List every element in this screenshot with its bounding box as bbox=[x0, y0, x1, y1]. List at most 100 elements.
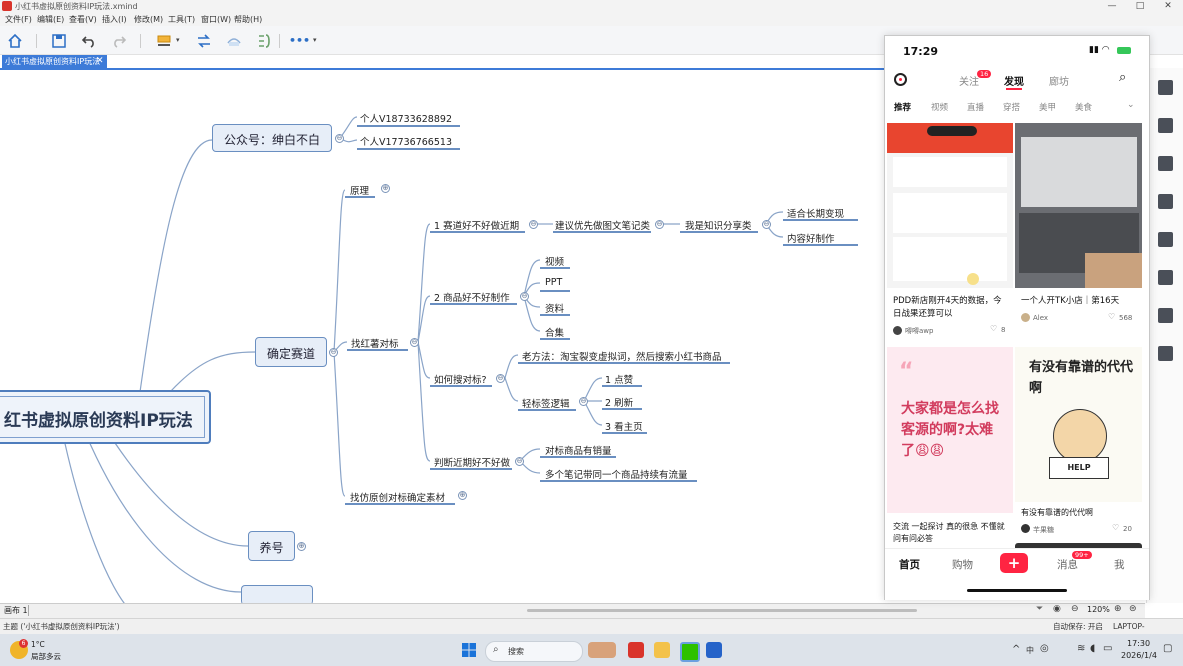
taskbar-widget-icon[interactable] bbox=[588, 642, 616, 658]
subtopic-laofangfa[interactable]: 老方法：淘宝裂变虚拟词，然后搜索小红书商品 bbox=[522, 352, 722, 363]
subtopic-zhaohongshu[interactable]: 找红薯对标 bbox=[351, 339, 399, 350]
search-icon[interactable]: ⌕ bbox=[1119, 70, 1127, 85]
clock-date[interactable]: 2026/1/4 bbox=[1121, 651, 1157, 660]
zoom-in-icon[interactable]: ⊕ bbox=[1114, 604, 1122, 614]
feed-card-2[interactable]: 一个人开TK小店｜第16天 Alex ♡ 568 bbox=[1015, 123, 1142, 341]
file-explorer-icon[interactable] bbox=[654, 642, 670, 658]
collapse-toggle-icon[interactable]: ⊖ bbox=[329, 348, 338, 357]
menu-modify[interactable]: 修改(M) bbox=[134, 15, 164, 24]
collapse-toggle-icon[interactable]: ⊖ bbox=[520, 292, 529, 301]
wechat-icon[interactable] bbox=[680, 642, 700, 662]
menu-help[interactable]: 帮助(H) bbox=[234, 15, 263, 24]
tray-app-icon[interactable]: ◎ bbox=[1040, 643, 1049, 654]
subtopic-wechat-2[interactable]: 个人V17736766513 bbox=[360, 137, 452, 148]
ime-label[interactable]: 中 bbox=[1026, 646, 1034, 655]
undo-icon[interactable] bbox=[81, 33, 97, 49]
document-tab-close-icon[interactable]: ✕ bbox=[96, 56, 104, 66]
category-food[interactable]: 美食 bbox=[1075, 103, 1093, 113]
category-nails[interactable]: 美甲 bbox=[1039, 103, 1057, 113]
collapse-toggle-icon[interactable]: ⊖ bbox=[410, 338, 419, 347]
clock-time[interactable]: 17:30 bbox=[1127, 639, 1151, 648]
tray-chevron-icon[interactable]: ^ bbox=[1012, 644, 1021, 655]
subtopic-xiaoliang[interactable]: 对标商品有销量 bbox=[545, 446, 612, 457]
format-icon[interactable] bbox=[156, 33, 172, 49]
collapse-toggle-icon[interactable]: ⊖ bbox=[496, 374, 505, 383]
category-outfit[interactable]: 穿搭 bbox=[1003, 103, 1021, 113]
subtopic-heji[interactable]: 合集 bbox=[545, 328, 565, 339]
collapse-toggle-icon[interactable]: ⊖ bbox=[515, 457, 524, 466]
collapse-toggle-icon[interactable]: ⊖ bbox=[762, 220, 771, 229]
format-dropdown-icon[interactable]: ▾ bbox=[176, 36, 180, 44]
xmind-taskbar-icon[interactable] bbox=[628, 642, 644, 658]
phone-screen[interactable]: 17:29 ▮▮ ◠ 关注 16 发现 廊坊 ⌕ 推荐 视频 直播 穿搭 美甲 … bbox=[884, 35, 1150, 600]
menu-file[interactable]: 文件(F) bbox=[5, 15, 32, 24]
more-icon[interactable]: ••• bbox=[289, 34, 311, 47]
subtopic-jianyi[interactable]: 建议优先做图文笔记类 bbox=[555, 221, 651, 232]
nav-messages[interactable]: 消息 bbox=[1057, 559, 1078, 571]
menu-view[interactable]: 查看(V) bbox=[69, 15, 97, 24]
tab-local[interactable]: 廊坊 bbox=[1049, 77, 1069, 88]
subtopic-ppt[interactable]: PPT bbox=[545, 277, 563, 288]
subtopic-shipin[interactable]: 视频 bbox=[545, 257, 565, 268]
nav-me[interactable]: 我 bbox=[1114, 559, 1125, 571]
status-autosave[interactable]: 自动保存: 开启 bbox=[1053, 622, 1103, 631]
feed-card-4[interactable]: 有没有靠谱的代代啊 HELP 有没有靠谱的代代啊 芊果糖 ♡ 20 bbox=[1015, 347, 1142, 547]
redo-icon[interactable] bbox=[111, 33, 127, 49]
nav-home[interactable]: 首页 bbox=[899, 559, 920, 571]
home-icon[interactable] bbox=[7, 33, 23, 49]
taskbar-search[interactable]: ⌕ 搜索 bbox=[485, 641, 583, 662]
category-recommend[interactable]: 推荐 bbox=[894, 103, 912, 113]
menu-tools[interactable]: 工具(T) bbox=[168, 15, 196, 24]
close-button[interactable]: ✕ bbox=[1164, 1, 1172, 11]
category-live[interactable]: 直播 bbox=[967, 103, 985, 113]
task-icon[interactable] bbox=[1158, 346, 1173, 361]
sheet-tab[interactable]: 画布 1 bbox=[4, 606, 28, 615]
feed-card-3[interactable]: “ 大家都是怎么找客源的啊?太难了😩😩 交流 一起探讨 真的很急 不懂就问有问必… bbox=[887, 347, 1013, 547]
subtopic-zhishi[interactable]: 我是知识分享类 bbox=[685, 221, 752, 232]
maximize-button[interactable]: □ bbox=[1135, 1, 1145, 11]
topic-queding[interactable]: 确定赛道 bbox=[255, 337, 327, 367]
subtopic-wechat-1[interactable]: 个人V18733628892 bbox=[360, 114, 452, 125]
format-brush-icon[interactable] bbox=[1158, 118, 1173, 133]
zoom-out-icon[interactable]: ⊖ bbox=[1071, 604, 1079, 614]
volume-icon[interactable]: ◖ bbox=[1090, 643, 1096, 654]
menu-window[interactable]: 窗口(W) bbox=[201, 15, 232, 24]
more-dropdown-icon[interactable]: ▾ bbox=[313, 36, 317, 44]
menu-insert[interactable]: 插入(I) bbox=[102, 15, 127, 24]
subtopic-shuaxin[interactable]: 2 刷新 bbox=[605, 398, 634, 409]
comment-icon[interactable] bbox=[1158, 308, 1173, 323]
collapse-toggle-icon[interactable]: ⊖ bbox=[335, 134, 344, 143]
topic-yanghao[interactable]: 养号 bbox=[248, 531, 295, 561]
subtopic-yuanli[interactable]: 原理 bbox=[350, 186, 370, 197]
boundary-icon[interactable] bbox=[226, 33, 242, 49]
tab-discover[interactable]: 发现 bbox=[1004, 77, 1024, 88]
topic-gongzhonghao[interactable]: 公众号：绅白不白 bbox=[212, 124, 332, 152]
fit-icon[interactable]: ⊜ bbox=[1129, 604, 1137, 614]
app-taskbar-icon[interactable] bbox=[706, 642, 722, 658]
like-icon[interactable]: ♡ bbox=[1112, 523, 1120, 532]
outline-icon[interactable] bbox=[1158, 80, 1173, 95]
subtopic-kanzhuye[interactable]: 3 看主页 bbox=[605, 422, 643, 433]
marker-flag-icon[interactable] bbox=[1158, 194, 1173, 209]
category-expand-icon[interactable]: ⌄ bbox=[1127, 100, 1135, 110]
subtopic-panduan[interactable]: 判断近期好不好做 bbox=[434, 458, 511, 469]
like-icon[interactable]: ♡ bbox=[1108, 312, 1116, 321]
save-icon[interactable] bbox=[51, 33, 67, 49]
expand-toggle-icon[interactable]: ⊕ bbox=[381, 184, 390, 193]
category-video[interactable]: 视频 bbox=[931, 103, 949, 113]
subtopic-fangwei[interactable]: 找仿原创对标确定素材 bbox=[350, 493, 446, 504]
relationship-icon[interactable] bbox=[196, 33, 212, 49]
filter-icon[interactable]: ⏷ bbox=[1036, 604, 1044, 614]
notes-icon[interactable] bbox=[1158, 270, 1173, 285]
text-icon[interactable] bbox=[1158, 232, 1173, 247]
central-topic[interactable]: 红书虚拟原创资料IP玩法 bbox=[0, 390, 211, 444]
notification-icon[interactable]: ▢ bbox=[1163, 643, 1173, 654]
battery-icon[interactable]: ▭ bbox=[1103, 643, 1113, 654]
subtopic-saidao[interactable]: 1 赛道好不好做近期 bbox=[434, 221, 520, 232]
collapse-toggle-icon[interactable]: ⊖ bbox=[529, 220, 538, 229]
subtopic-liuliang[interactable]: 多个笔记带同一个商品持续有流量 bbox=[545, 470, 688, 481]
minimize-button[interactable]: — bbox=[1107, 1, 1117, 11]
collapse-toggle-icon[interactable]: ⊖ bbox=[579, 397, 588, 406]
subtopic-ruhe[interactable]: 如何搜对标? bbox=[434, 375, 487, 386]
nav-shop[interactable]: 购物 bbox=[952, 559, 973, 571]
